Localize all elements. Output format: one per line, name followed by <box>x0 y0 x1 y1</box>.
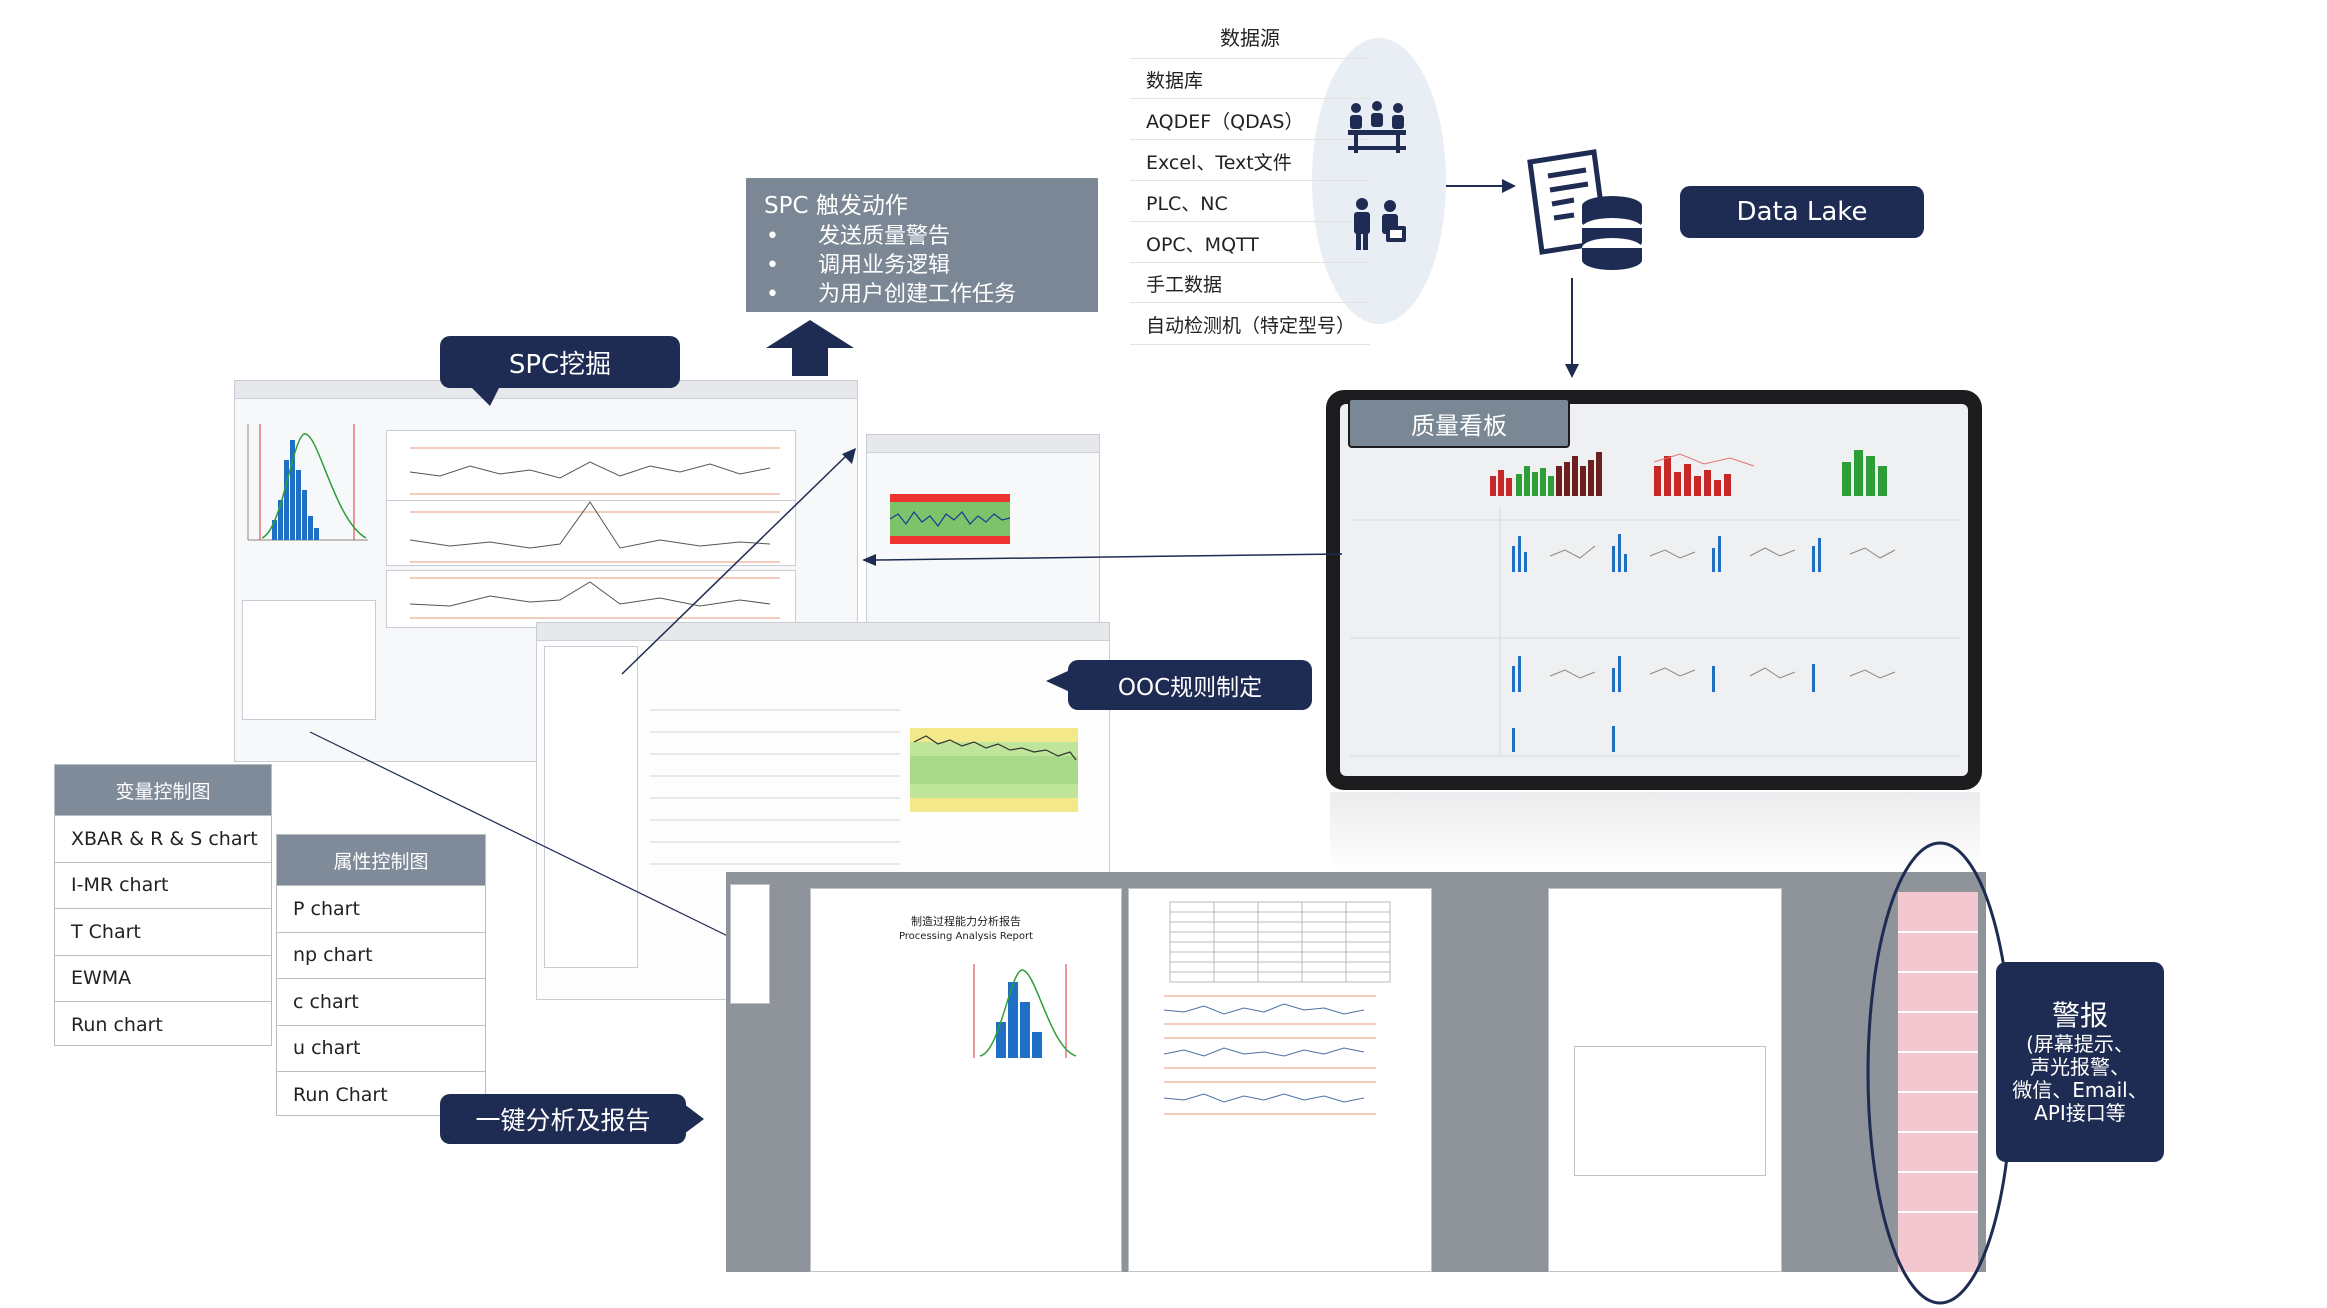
attribute-charts-header: 属性控制图 <box>277 835 485 885</box>
data-source-item: 手工数据 <box>1146 274 1223 296</box>
connector-line <box>309 731 737 941</box>
chart-type-item: I-MR chart <box>55 861 271 909</box>
divider <box>1130 344 1370 345</box>
chart-type-item: np chart <box>277 931 485 979</box>
chart-type-item: T Chart <box>55 908 271 955</box>
team-meeting-icon <box>1348 101 1406 153</box>
spc-action-bullet: 发送质量警告 <box>764 222 1080 251</box>
alarm-box: 警报 (屏幕提示、 声光报警、 微信、Email、 API接口等 <box>1996 962 2164 1162</box>
alarm-detail-line: API接口等 <box>2034 1101 2126 1125</box>
one-click-report-label: 一键分析及报告 <box>440 1094 686 1144</box>
arrow-dashboard-to-spc <box>862 553 1343 566</box>
chart-type-item: XBAR & R & S chart <box>55 815 271 862</box>
alarm-detail-line: 微信、Email、 <box>2012 1078 2148 1102</box>
chart-type-item: c chart <box>277 978 485 1025</box>
up-arrow-icon <box>766 320 854 376</box>
spc-action-list: 发送质量警告 调用业务逻辑 为用户创建工作任务 <box>764 222 1080 309</box>
chart-type-item: EWMA <box>55 954 271 1002</box>
callout-tail <box>684 1104 704 1134</box>
data-source-panel: 数据源 数据库 AQDEF（QDAS） Excel、Text文件 PLC、NC … <box>1130 14 1370 345</box>
data-source-title: 数据源 <box>1220 26 1280 50</box>
chart-type-item: u chart <box>277 1024 485 1072</box>
title-bar <box>867 435 1099 453</box>
dashboard-mini-charts <box>1350 506 1960 757</box>
report-title-en: Processing Analysis Report <box>898 931 1034 942</box>
divider <box>1130 221 1370 222</box>
callout-tail <box>1046 670 1070 692</box>
alarm-title: 警报 <box>2051 999 2108 1032</box>
divider <box>1130 180 1370 181</box>
histogram-chart <box>247 424 368 541</box>
report-page-capability: 制造过程能力分析报告 Processing Analysis Report <box>810 888 1122 1272</box>
arrow-to-dashboard <box>1565 278 1579 378</box>
data-source-item: Excel、Text文件 <box>1146 152 1292 174</box>
tablet-reflection <box>1330 792 1980 872</box>
data-source-item: 自动检测机（特定型号） <box>1146 315 1356 337</box>
ooc-rule-label: OOC规则制定 <box>1068 660 1312 710</box>
alarm-detail-line: 声光报警、 <box>2030 1055 2130 1079</box>
report-control-charts <box>1163 995 1376 1115</box>
data-lake-label: Data Lake <box>1680 186 1924 238</box>
title-bar <box>537 623 1109 641</box>
divider <box>1130 262 1370 263</box>
alarm-detail-line: (屏幕提示、 <box>2026 1032 2134 1056</box>
spc-action-bullet: 调用业务逻辑 <box>764 251 1080 280</box>
data-source-item: OPC、MQTT <box>1146 234 1259 256</box>
ooc-zone-chart <box>910 722 1078 822</box>
workers-icon <box>1354 198 1406 250</box>
alarm-list-rows <box>1898 931 1978 1213</box>
spc-action-bullet: 为用户创建工作任务 <box>764 280 1080 309</box>
attribute-charts-table: 属性控制图 P chart np chart c chart u chart R… <box>276 834 486 1116</box>
alarm-log <box>1574 1046 1766 1176</box>
rule-tree <box>544 646 638 968</box>
spc-action-box: SPC 触发动作 发送质量警告 调用业务逻辑 为用户创建工作任务 <box>746 178 1098 312</box>
statistics-table <box>242 600 376 720</box>
report-data-grid <box>1169 901 1391 983</box>
control-chart-lines <box>409 447 780 619</box>
report-histogram <box>973 964 1077 1058</box>
divider <box>1130 139 1370 140</box>
divider <box>1130 58 1370 59</box>
chart-type-item: Run chart <box>55 1001 271 1048</box>
callout-tail <box>470 386 500 406</box>
chart-type-item: P chart <box>277 885 485 932</box>
arrow-to-data-lake <box>1446 179 1516 193</box>
divider <box>1130 302 1370 303</box>
variable-charts-table: 变量控制图 XBAR & R & S chart I-MR chart T Ch… <box>54 764 272 1046</box>
chart-type-item: Run Chart <box>277 1071 485 1118</box>
variable-charts-header: 变量控制图 <box>55 765 271 815</box>
toolbar <box>235 381 857 399</box>
dashboard-bar-charts <box>1490 450 1887 496</box>
data-source-item: 数据库 <box>1146 70 1204 92</box>
spc-action-title: SPC 触发动作 <box>764 193 908 219</box>
spc-mining-label: SPC挖掘 <box>440 336 680 388</box>
data-source-item: AQDEF（QDAS） <box>1146 111 1304 133</box>
thumbnail-strip <box>730 884 770 1004</box>
arrow-ooc-to-spc <box>621 448 856 675</box>
alarm-list-panel <box>1898 892 1978 1272</box>
rule-list-lines <box>650 709 900 865</box>
database-document-icon <box>1527 149 1642 270</box>
quality-board-label: 质量看板 <box>1348 398 1570 448</box>
alarm-highlight-ellipse <box>1866 841 2014 1305</box>
green-band-chart <box>889 494 1011 544</box>
data-source-ellipse <box>1312 38 1446 324</box>
report-title-cn: 制造过程能力分析报告 <box>911 915 1021 928</box>
divider <box>1130 98 1370 99</box>
control-chart-panel <box>386 500 796 566</box>
data-source-item: PLC、NC <box>1146 193 1228 215</box>
